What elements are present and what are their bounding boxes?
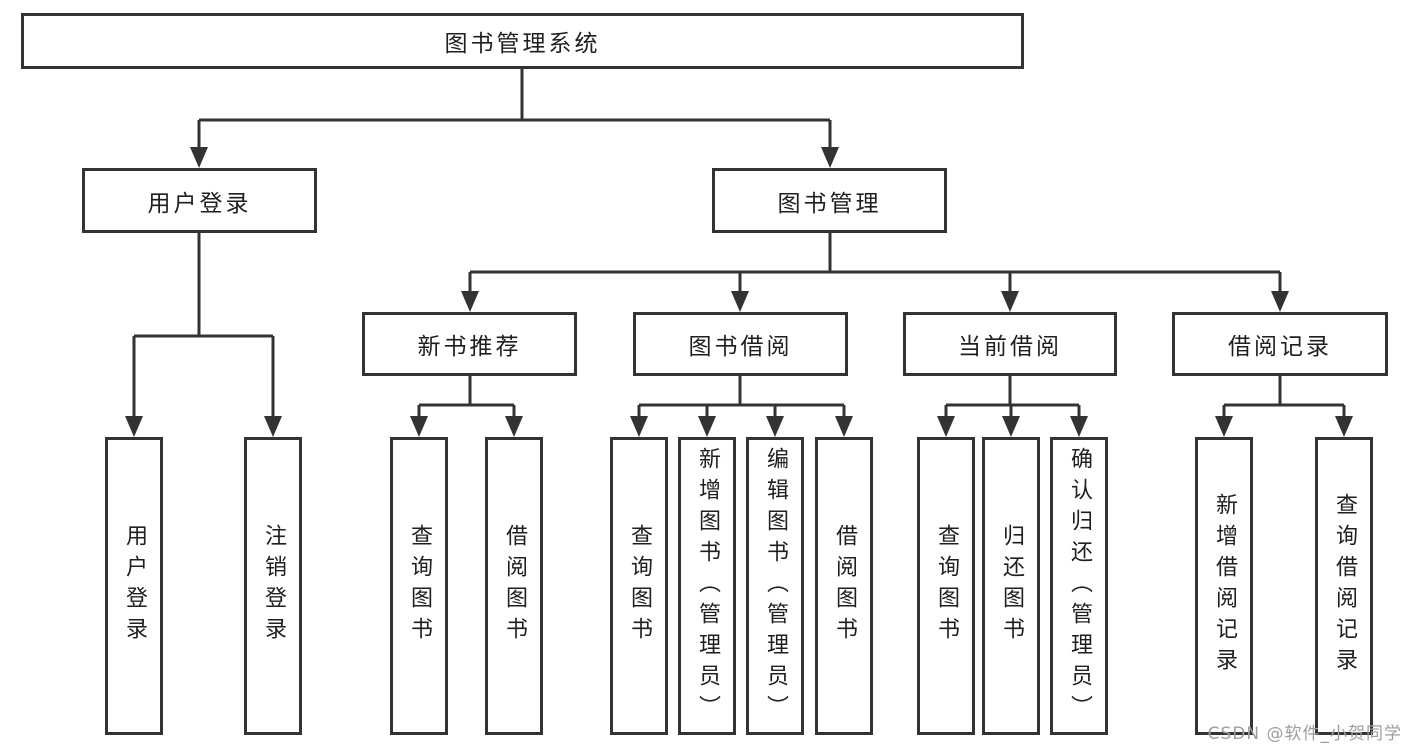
leaf-edit-book-admin: 编辑图书（管理员） bbox=[746, 437, 804, 735]
node-label: 新增借阅记录 bbox=[1212, 493, 1237, 679]
node-label: 用户登录 bbox=[147, 190, 252, 217]
node-label: 确认归还（管理员） bbox=[1067, 446, 1092, 726]
node-label: 编辑图书（管理员） bbox=[763, 446, 788, 726]
node-label: 新书推荐 bbox=[417, 334, 522, 360]
node-label: 查询借阅记录 bbox=[1332, 493, 1357, 679]
node-library-system: 图书管理系统 bbox=[21, 13, 1024, 69]
leaf-add-borrow-record: 新增借阅记录 bbox=[1195, 437, 1253, 735]
node-book-borrowing: 图书借阅 bbox=[633, 312, 848, 376]
node-label: 归还图书 bbox=[999, 524, 1024, 648]
node-label: 当前借阅 bbox=[958, 334, 1062, 360]
node-label: 查询图书 bbox=[407, 524, 432, 648]
node-label: 借阅图书 bbox=[502, 524, 527, 648]
node-book-management: 图书管理 bbox=[712, 168, 947, 233]
node-label: 借阅图书 bbox=[832, 524, 857, 648]
node-current-borrowing: 当前借阅 bbox=[903, 312, 1117, 376]
node-label: 查询图书 bbox=[934, 524, 959, 648]
node-label: 新增图书（管理员） bbox=[695, 446, 720, 726]
node-label: 图书管理 bbox=[777, 190, 882, 217]
node-label: 借阅记录 bbox=[1228, 334, 1332, 360]
node-borrowing-records: 借阅记录 bbox=[1172, 312, 1388, 376]
node-label: 图书借阅 bbox=[688, 334, 793, 360]
csdn-watermark: CSDN @软件_小贺同学 bbox=[1207, 724, 1402, 744]
node-new-book-recommend: 新书推荐 bbox=[362, 312, 577, 376]
leaf-borrow-book: 借阅图书 bbox=[485, 437, 543, 735]
leaf-confirm-return-admin: 确认归还（管理员） bbox=[1050, 437, 1108, 735]
leaf-user-login: 用户登录 bbox=[105, 437, 163, 735]
leaf-add-book-admin: 新增图书（管理员） bbox=[678, 437, 736, 735]
node-user-login: 用户登录 bbox=[82, 168, 317, 233]
node-label: 用户登录 bbox=[122, 524, 147, 648]
node-label: 图书管理系统 bbox=[444, 31, 601, 57]
node-label: 注销登录 bbox=[261, 524, 286, 648]
leaf-return-book: 归还图书 bbox=[982, 437, 1040, 735]
node-label: 查询图书 bbox=[627, 524, 652, 648]
leaf-query-book: 查询图书 bbox=[390, 437, 448, 735]
leaf-query-book: 查询图书 bbox=[610, 437, 668, 735]
leaf-logout: 注销登录 bbox=[244, 437, 302, 735]
leaf-borrow-book: 借阅图书 bbox=[815, 437, 873, 735]
leaf-query-borrow-record: 查询借阅记录 bbox=[1315, 437, 1373, 735]
leaf-query-book: 查询图书 bbox=[917, 437, 975, 735]
